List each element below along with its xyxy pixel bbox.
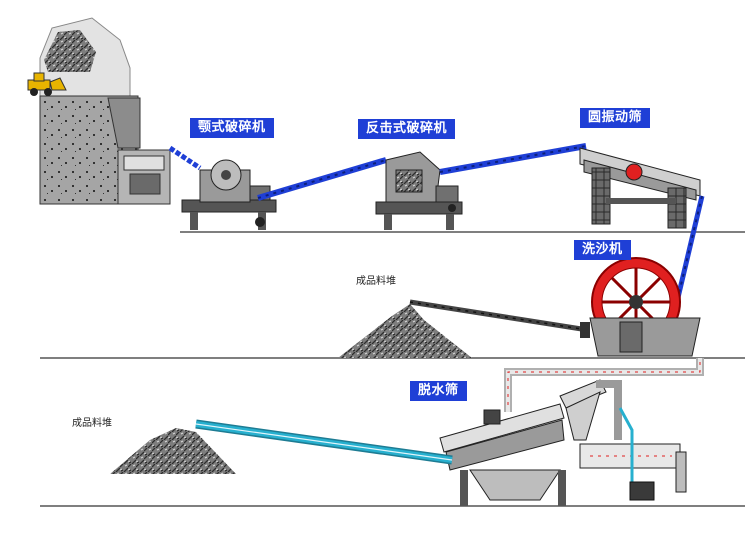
pile-bottom-label: 成品料堆 (72, 418, 112, 429)
dewatering-screen-label: 脱水筛 (410, 381, 467, 401)
impact-crusher-label: 反击式破碎机 (358, 119, 456, 139)
vibrating-screen-machine (579, 147, 701, 229)
impact-crusher-machine (375, 151, 463, 230)
vibrating-screen-label: 圆振动筛 (580, 108, 651, 128)
quarry-stockpile (39, 17, 171, 205)
conveyor-jaw-to-impact (257, 157, 387, 201)
conveyor-feed (168, 145, 202, 171)
conveyor-impact-to-screen (439, 143, 587, 175)
sand-washer-machine (589, 257, 701, 357)
wheel-loader-icon (27, 72, 67, 96)
slurry-pipe (504, 358, 704, 412)
jaw-crusher-machine (181, 159, 277, 230)
hydrocyclone-unit (559, 379, 687, 501)
pile-middle-label: 成品料堆 (356, 276, 396, 287)
dewatering-screen-machine (439, 403, 566, 506)
conveyor-screen-to-washer (673, 195, 705, 307)
jaw-crusher-label: 颚式破碎机 (190, 118, 274, 138)
product-pile-bottom (110, 428, 236, 474)
conveyor-washer-to-pile (409, 299, 590, 338)
sand-washer-label: 洗沙机 (574, 240, 631, 260)
product-pile-middle (338, 304, 472, 358)
pipe-conveyor-to-pile (195, 419, 453, 465)
